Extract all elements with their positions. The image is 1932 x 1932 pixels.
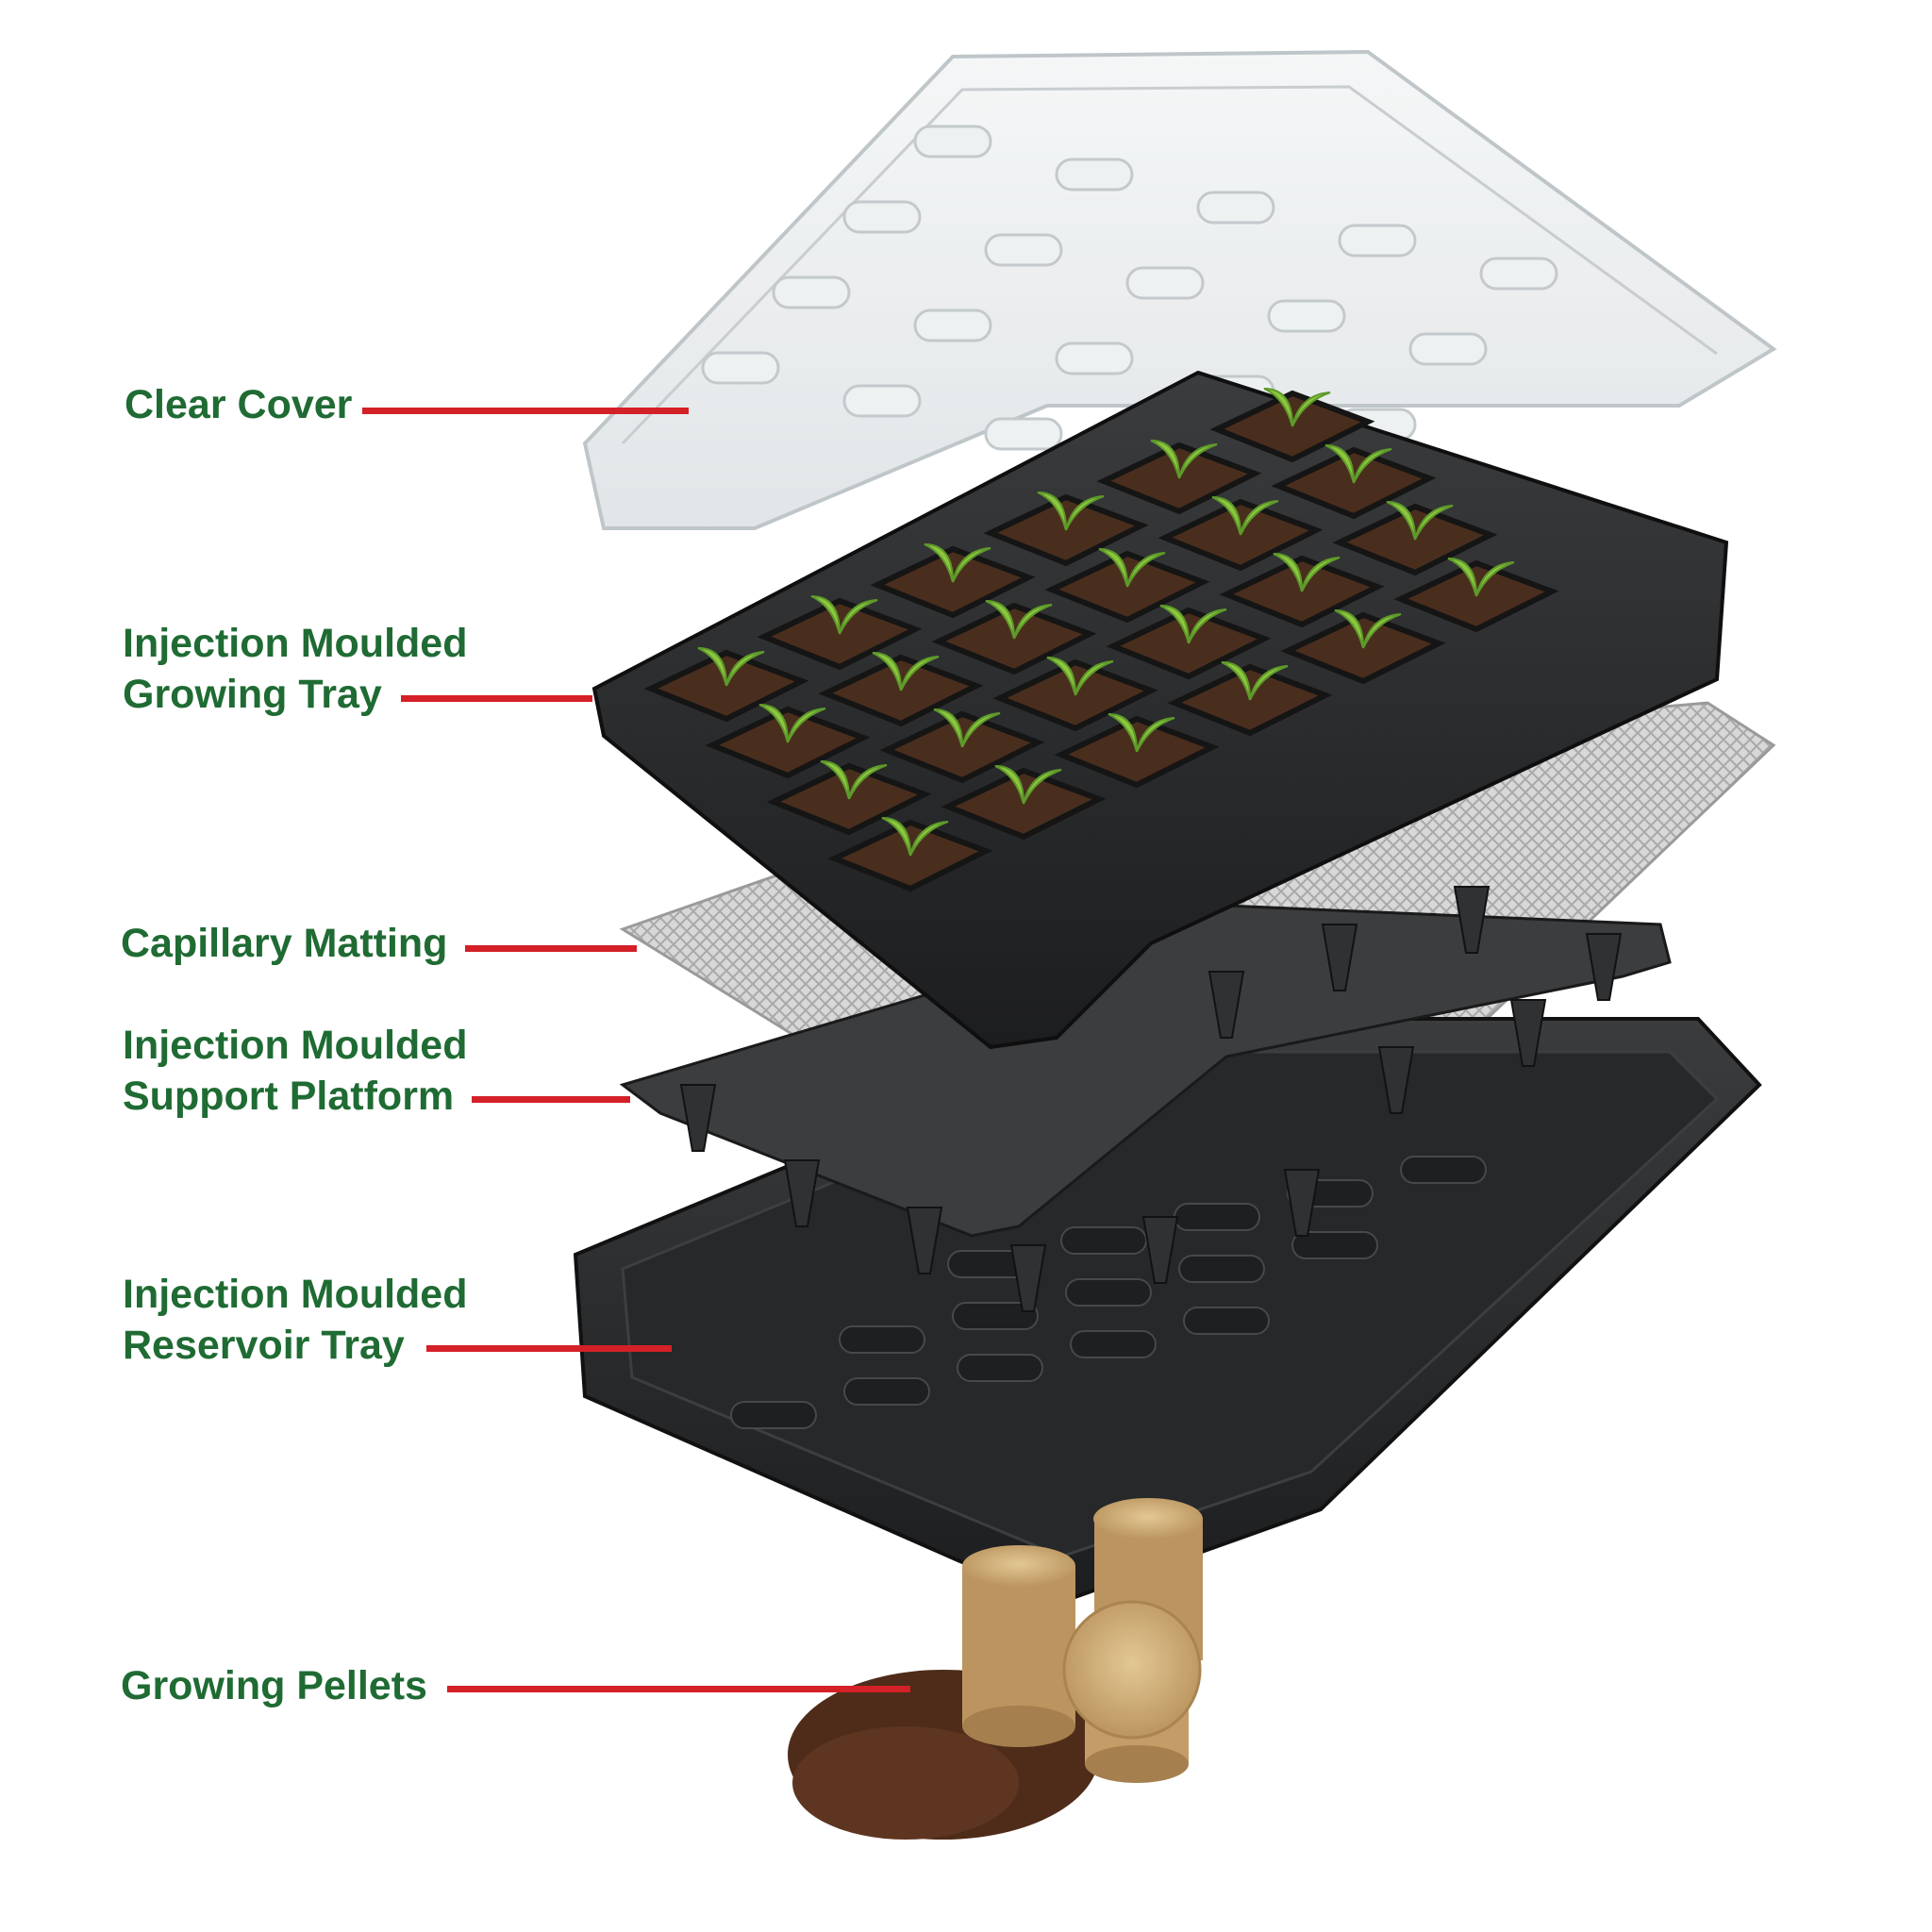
support-platform-legs [679, 886, 1623, 1312]
growing-pellets [788, 1498, 1203, 1840]
seedling [1150, 440, 1218, 479]
seedling [1386, 501, 1454, 541]
lid-bump [842, 384, 922, 418]
lid-bump [913, 308, 992, 342]
seedling [881, 817, 949, 857]
label-reservoir-tray-line-1: Injection Moulded [123, 1272, 468, 1317]
lid-bump [842, 200, 922, 234]
reservoir-slot [952, 1302, 1039, 1330]
leader-line-support-platform [472, 1096, 630, 1103]
platform-leg [1283, 1169, 1321, 1237]
leader-line-reservoir-tray [426, 1345, 672, 1352]
reservoir-slot [1400, 1156, 1487, 1184]
leader-line-capillary-matting [465, 945, 637, 952]
seedling [1447, 558, 1515, 597]
seedling [758, 704, 826, 743]
reservoir-slot [1070, 1330, 1157, 1358]
reservoir-slot [1178, 1255, 1265, 1283]
seedling [1221, 661, 1289, 701]
label-growing-pellets-line-1: Growing Pellets [121, 1663, 427, 1708]
seedling [697, 647, 765, 687]
platform-leg [1453, 886, 1491, 954]
platform-leg [783, 1159, 821, 1227]
reservoir-slot [957, 1354, 1043, 1382]
seedling [1108, 713, 1175, 753]
platform-leg [1585, 933, 1623, 1001]
lid-bump [1055, 158, 1134, 192]
reservoir-slots [730, 1156, 1487, 1429]
leader-line-growing-tray [401, 695, 592, 702]
lid-bump [1267, 299, 1346, 333]
lid-bumps [701, 125, 1558, 517]
lid-bump [772, 275, 851, 309]
platform-leg [679, 1084, 717, 1152]
reservoir-slot [1183, 1307, 1270, 1335]
seedling [985, 600, 1053, 640]
seedling [1037, 491, 1105, 531]
seedling [1334, 609, 1402, 649]
label-capillary-matting-line-1: Capillary Matting [121, 921, 448, 966]
leader-line-clear-cover [362, 408, 689, 414]
leader-line-growing-pellets [447, 1686, 910, 1692]
label-support-platform-line-2: Support Platform [123, 1074, 455, 1119]
platform-leg [1141, 1216, 1179, 1284]
seedling [1273, 553, 1341, 592]
label-support-platform-line-1: Injection Moulded [123, 1023, 468, 1068]
label-capillary-matting: Capillary Matting [121, 918, 447, 969]
label-clear-cover-line-1: Clear Cover [125, 382, 353, 427]
seedling [820, 760, 888, 800]
lid-bump [1479, 257, 1558, 291]
lid-bump [984, 233, 1063, 267]
seedling [1046, 657, 1114, 696]
label-clear-cover: Clear Cover [125, 379, 352, 430]
label-growing-tray-line-2: Growing Tray [123, 672, 382, 717]
reservoir-slot [730, 1401, 817, 1429]
seedling [1159, 605, 1227, 644]
platform-leg [1208, 971, 1245, 1039]
seedling [1324, 444, 1392, 484]
seedling [933, 708, 1001, 748]
platform-leg [906, 1207, 943, 1274]
label-growing-tray-line-1: Injection Moulded [123, 621, 468, 666]
seedling [810, 595, 878, 635]
label-growing-pellets: Growing Pellets [121, 1660, 427, 1711]
platform-leg [1509, 999, 1547, 1067]
growing-tray-cells [643, 388, 1559, 892]
platform-leg [1321, 924, 1358, 991]
lid-bump [701, 351, 780, 385]
reservoir-slot [843, 1377, 930, 1406]
platform-leg [1009, 1244, 1047, 1312]
lid-bump [984, 417, 1063, 451]
platform-leg [1377, 1046, 1415, 1114]
seedling [1263, 388, 1331, 427]
seedling [1211, 496, 1279, 536]
seedling [872, 652, 940, 691]
lid-bump [1125, 266, 1205, 300]
reservoir-slot [1060, 1226, 1147, 1255]
reservoir-slot [1291, 1231, 1378, 1259]
reservoir-slot [839, 1325, 925, 1354]
lid-bump [1338, 224, 1417, 258]
reservoir-slot [1065, 1278, 1152, 1307]
lid-bump [913, 125, 992, 158]
seedling [924, 543, 991, 583]
seedling [1098, 548, 1166, 588]
lid-bump [1196, 191, 1275, 225]
lid-bump [1055, 341, 1134, 375]
label-reservoir-tray-line-2: Reservoir Tray [123, 1323, 405, 1368]
seedling [994, 765, 1062, 805]
reservoir-slot [1174, 1203, 1260, 1231]
lid-bump [1408, 332, 1488, 366]
